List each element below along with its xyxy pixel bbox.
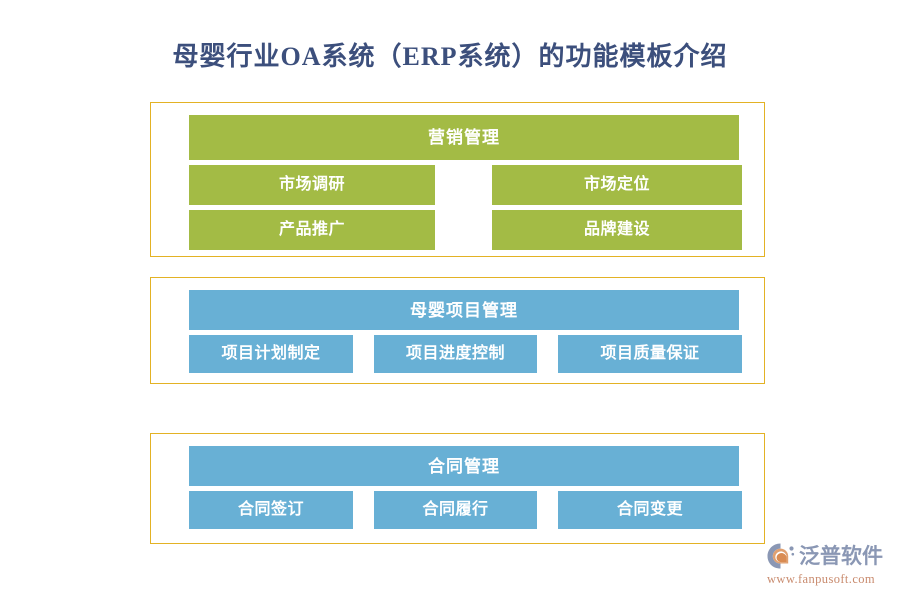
marketing-item-market-research[interactable]: 市场调研 xyxy=(189,165,435,205)
section-project-inner: 母婴项目管理 项目计划制定 项目进度控制 项目质量保证 xyxy=(189,278,742,383)
section-contract-header[interactable]: 合同管理 xyxy=(189,446,739,486)
logo-row: 泛普软件 xyxy=(766,541,894,571)
contract-item-performance[interactable]: 合同履行 xyxy=(374,491,537,529)
section-marketing-header[interactable]: 营销管理 xyxy=(189,115,739,160)
project-item-progress-control[interactable]: 项目进度控制 xyxy=(374,335,537,373)
marketing-item-brand-building[interactable]: 品牌建设 xyxy=(492,210,742,250)
section-marketing: 营销管理 市场调研 市场定位 产品推广 品牌建设 xyxy=(150,102,765,257)
section-project: 母婴项目管理 项目计划制定 项目进度控制 项目质量保证 xyxy=(150,277,765,384)
section-contract-inner: 合同管理 合同签订 合同履行 合同变更 xyxy=(189,434,742,543)
section-marketing-inner: 营销管理 市场调研 市场定位 产品推广 品牌建设 xyxy=(189,103,742,256)
contract-item-signing[interactable]: 合同签订 xyxy=(189,491,353,529)
marketing-item-product-promotion[interactable]: 产品推广 xyxy=(189,210,435,250)
marketing-item-market-positioning[interactable]: 市场定位 xyxy=(492,165,742,205)
brand-logo: 泛普软件 www.fanpusoft.com xyxy=(766,541,894,589)
logo-brand-name: 泛普软件 xyxy=(799,544,883,568)
contract-item-change[interactable]: 合同变更 xyxy=(558,491,742,529)
fanpu-swoosh-icon xyxy=(766,542,796,570)
logo-website-url: www.fanpusoft.com xyxy=(767,572,876,586)
section-contract: 合同管理 合同签订 合同履行 合同变更 xyxy=(150,433,765,544)
project-item-plan-making[interactable]: 项目计划制定 xyxy=(189,335,353,373)
section-project-header[interactable]: 母婴项目管理 xyxy=(189,290,739,330)
project-item-quality-assurance[interactable]: 项目质量保证 xyxy=(558,335,742,373)
page-title: 母婴行业OA系统（ERP系统）的功能模板介绍 xyxy=(172,42,728,71)
